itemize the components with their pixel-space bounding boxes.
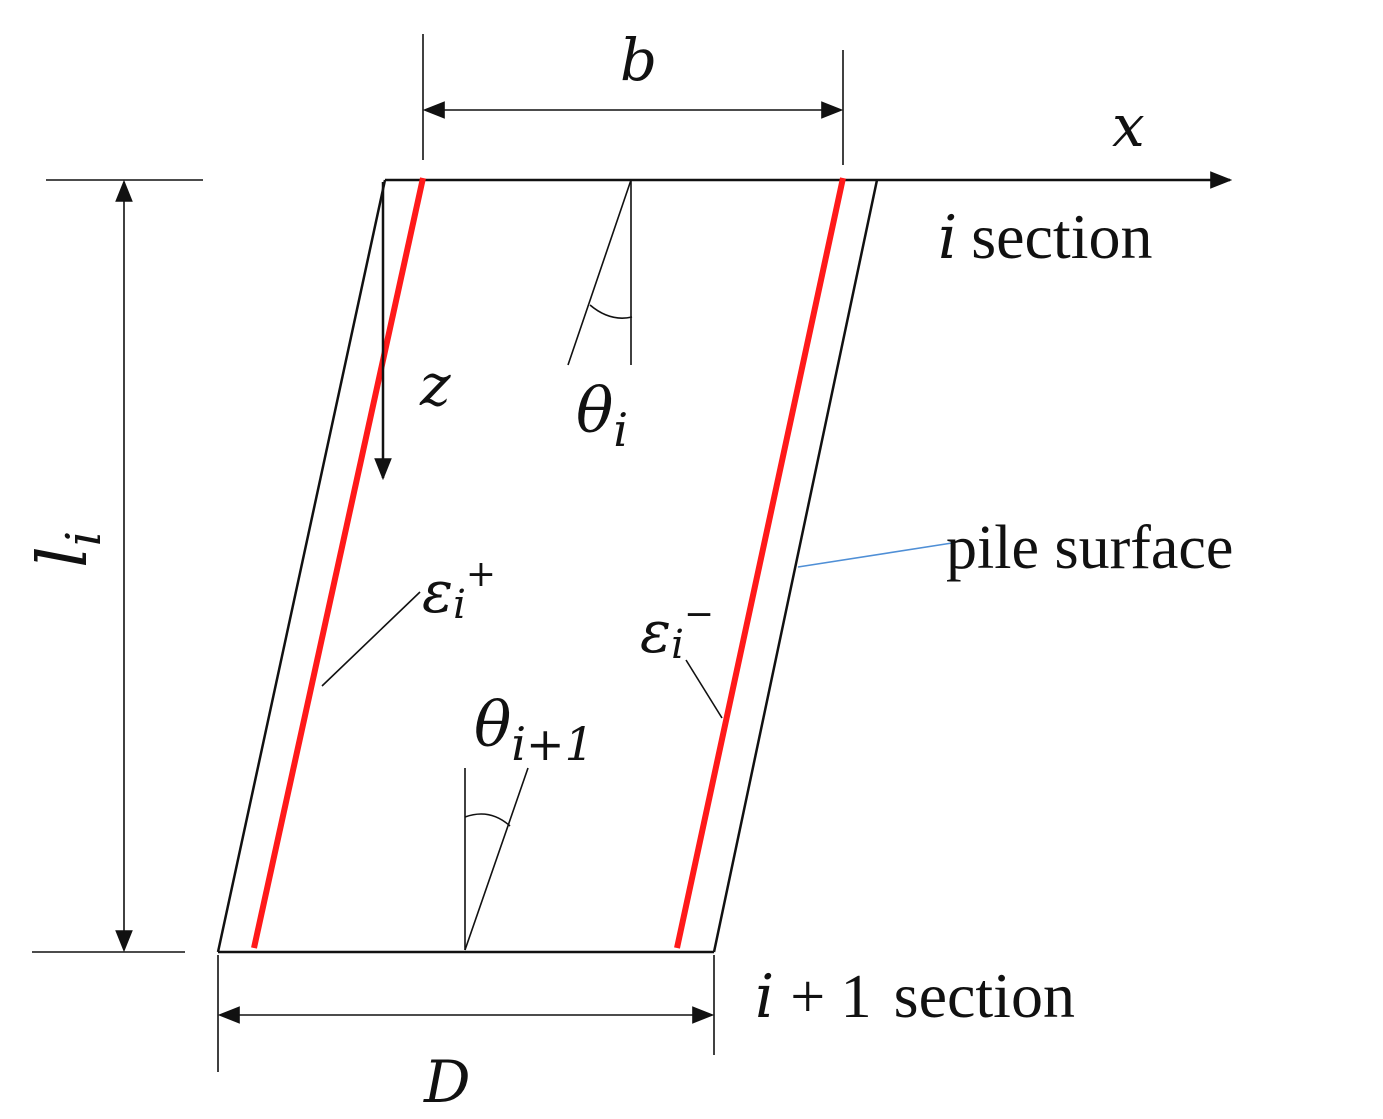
eps-plus-label: εi+	[422, 554, 496, 628]
b-label: b	[620, 26, 657, 94]
eps-plus-leader	[321, 591, 421, 687]
theta-i1-arc	[464, 813, 511, 827]
pile-right-edge	[712, 179, 879, 953]
li-label: li	[24, 531, 112, 568]
pile-surface-label: pile surface	[946, 514, 1233, 582]
eps-minus-leader	[685, 659, 723, 719]
theta-i-incline	[567, 179, 632, 366]
theta-i1-label: θi+1	[474, 688, 594, 771]
pile-surface-leader	[797, 542, 953, 568]
d-label: D	[423, 1048, 471, 1116]
strain-gauge-left	[251, 177, 426, 949]
strain-gauge-right	[674, 177, 846, 949]
z-label: z	[419, 351, 451, 419]
theta-i-arc	[589, 304, 633, 319]
x-label: x	[1112, 92, 1145, 160]
pile-left-edge	[216, 179, 387, 953]
eps-minus-label: εi−	[640, 594, 714, 668]
theta-i-label: θi	[576, 374, 628, 457]
theta-i1-incline	[464, 767, 529, 951]
